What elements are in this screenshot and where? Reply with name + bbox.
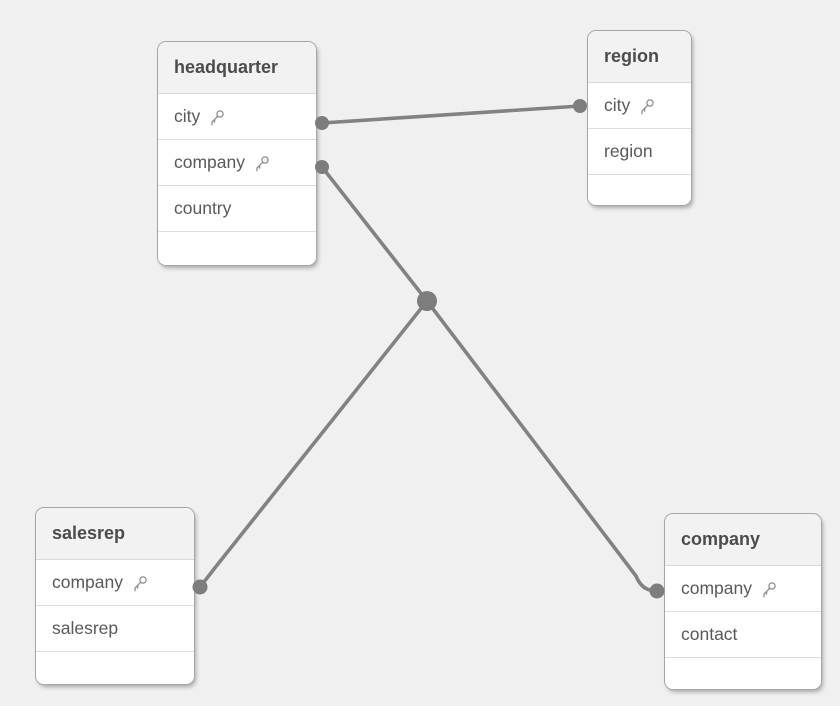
connection-point-company-company bbox=[649, 583, 665, 599]
field-label: contact bbox=[681, 624, 738, 644]
table-headquarter[interactable]: headquarter city company country bbox=[157, 41, 317, 266]
field-label: region bbox=[604, 141, 653, 161]
key-icon bbox=[131, 575, 148, 592]
field-label: company bbox=[174, 152, 246, 172]
field-region-region[interactable]: region bbox=[588, 129, 691, 175]
table-company-title[interactable]: company bbox=[665, 514, 821, 566]
table-region[interactable]: region city region bbox=[587, 30, 692, 206]
key-icon bbox=[208, 109, 225, 126]
field-headquarter-city[interactable]: city bbox=[158, 94, 316, 140]
field-label: salesrep bbox=[52, 618, 119, 638]
connection-point-headquarter-company bbox=[315, 160, 329, 174]
connector-headquarter-city-region-city bbox=[320, 104, 582, 125]
field-company-contact[interactable]: contact bbox=[665, 612, 821, 658]
field-headquarter-company[interactable]: company bbox=[158, 140, 316, 186]
connection-point-headquarter-city bbox=[315, 116, 329, 130]
table-region-title[interactable]: region bbox=[588, 31, 691, 83]
field-company-company[interactable]: company bbox=[665, 566, 821, 612]
connector-junction-company-company bbox=[425, 299, 659, 593]
key-icon bbox=[253, 155, 270, 172]
field-salesrep-salesrep[interactable]: salesrep bbox=[36, 606, 194, 652]
field-label: country bbox=[174, 198, 232, 218]
table-company[interactable]: company company contact bbox=[664, 513, 822, 690]
field-label: company bbox=[52, 572, 124, 592]
table-footer bbox=[36, 652, 194, 684]
connection-point-region-city bbox=[573, 99, 587, 113]
key-icon bbox=[760, 581, 777, 598]
table-salesrep-title[interactable]: salesrep bbox=[36, 508, 194, 560]
connector-junction-salesrep-company bbox=[198, 299, 429, 589]
field-label: city bbox=[604, 95, 631, 115]
table-footer bbox=[158, 232, 316, 265]
field-headquarter-country[interactable]: country bbox=[158, 186, 316, 232]
connector-headquarter-company-junction bbox=[320, 165, 429, 303]
field-label: company bbox=[681, 578, 753, 598]
table-footer bbox=[588, 175, 691, 205]
table-salesrep[interactable]: salesrep company salesrep bbox=[35, 507, 195, 685]
field-region-city[interactable]: city bbox=[588, 83, 691, 129]
field-salesrep-company[interactable]: company bbox=[36, 560, 194, 606]
field-label: city bbox=[174, 106, 201, 126]
junction-dot bbox=[417, 291, 437, 311]
table-headquarter-title[interactable]: headquarter bbox=[158, 42, 316, 94]
key-icon bbox=[638, 98, 655, 115]
table-footer bbox=[665, 658, 821, 689]
